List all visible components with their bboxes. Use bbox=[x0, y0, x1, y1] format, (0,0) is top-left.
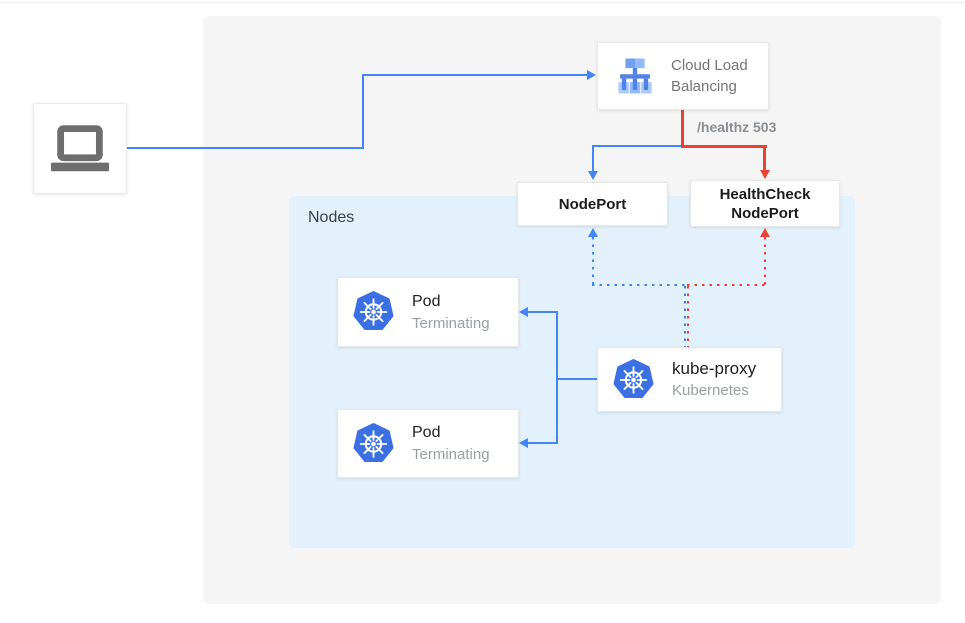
top-divider bbox=[0, 2, 965, 3]
kubeproxy-to-healthcheck-dotted bbox=[687, 284, 766, 286]
kubeproxy-dotted-line bbox=[684, 286, 686, 347]
healthcheck-nodeport-card: HealthCheck NodePort bbox=[690, 180, 840, 227]
lb-healthcheck-line bbox=[681, 145, 767, 148]
pod-title: Pod bbox=[412, 292, 441, 310]
kube-proxy-title: kube-proxy bbox=[672, 359, 757, 378]
kubernetes-icon bbox=[613, 359, 654, 401]
client-card bbox=[33, 103, 127, 194]
healthcheck-nodeport-label: HealthCheck NodePort bbox=[719, 185, 811, 222]
kubeproxy-to-pods-line bbox=[557, 378, 597, 380]
pod-status: Terminating bbox=[412, 446, 490, 463]
kubeproxy-to-pods-line bbox=[556, 311, 558, 444]
pod-title: Pod bbox=[412, 424, 441, 441]
kubeproxy-to-nodeport-arrowhead bbox=[588, 228, 598, 237]
kubeproxy-to-healthcheck-dotted bbox=[764, 237, 766, 285]
laptop-icon bbox=[50, 124, 110, 171]
cloud-load-balancing-icon bbox=[614, 56, 656, 96]
nodeport-label: NodePort bbox=[558, 195, 627, 213]
pod-card: Pod Terminating bbox=[337, 409, 519, 478]
kubeproxy-to-nodeport-dotted bbox=[592, 284, 685, 286]
client-to-lb-arrowhead bbox=[587, 70, 596, 80]
lb-healthcheck-line bbox=[681, 110, 684, 146]
healthz-503-label: /healthz 503 bbox=[697, 119, 777, 135]
kubernetes-icon bbox=[353, 291, 394, 333]
lb-to-nodeport-arrowhead bbox=[588, 171, 598, 180]
lb-to-nodeport-line bbox=[592, 145, 594, 172]
kube-proxy-card: kube-proxy Kubernetes bbox=[597, 347, 782, 412]
lb-to-nodeport-line bbox=[592, 145, 683, 147]
client-to-lb-line bbox=[362, 74, 588, 76]
nodes-group-label: Nodes bbox=[308, 209, 355, 226]
cloud-load-balancing-label: Cloud Load Balancing bbox=[671, 57, 748, 95]
kube-proxy-subtitle: Kubernetes bbox=[672, 382, 749, 399]
client-to-lb-line bbox=[362, 74, 364, 149]
pod-card: Pod Terminating bbox=[337, 277, 519, 347]
nodeport-card: NodePort bbox=[517, 182, 668, 226]
kubeproxy-to-pod1-arrowhead bbox=[519, 307, 528, 317]
lb-healthcheck-line bbox=[763, 145, 766, 171]
kubeproxy-to-pod1-line bbox=[528, 311, 557, 313]
pod-status: Terminating bbox=[412, 314, 490, 332]
kubernetes-icon bbox=[353, 423, 394, 465]
kubeproxy-to-pod2-arrowhead bbox=[519, 438, 528, 448]
kubeproxy-to-nodeport-dotted bbox=[592, 237, 594, 285]
cloud-load-balancing-card: Cloud Load Balancing bbox=[597, 42, 769, 110]
kubeproxy-to-pod2-line bbox=[528, 442, 557, 444]
client-to-lb-line bbox=[126, 147, 363, 149]
kubeproxy-to-healthcheck-arrowhead bbox=[760, 228, 770, 237]
kubeproxy-dotted-line bbox=[687, 286, 689, 347]
lb-healthcheck-arrowhead bbox=[760, 170, 770, 179]
